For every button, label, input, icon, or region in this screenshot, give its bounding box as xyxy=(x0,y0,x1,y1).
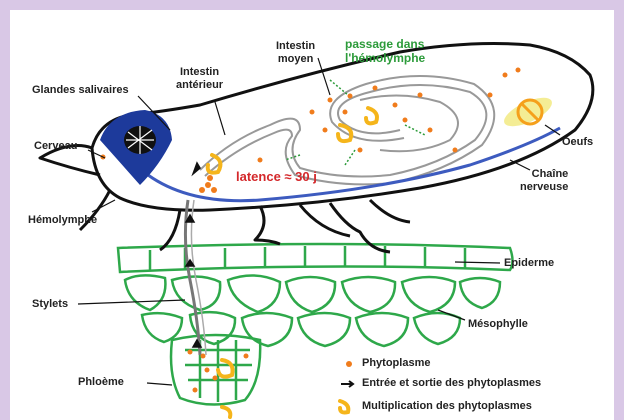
label-oeufs: Oeufs xyxy=(562,136,593,149)
legend-phytoplasma-icon xyxy=(346,361,352,367)
legend-phytoplasme: Phytoplasme xyxy=(362,357,430,369)
label-stylets: Stylets xyxy=(32,298,68,311)
label-epiderme: Epiderme xyxy=(504,257,554,270)
label-phloeme: Phloème xyxy=(78,376,124,389)
legend-entree-sortie: Entrée et sortie des phytoplasmes xyxy=(362,377,541,389)
label-mesophylle: Mésophylle xyxy=(468,318,528,331)
passage-arrows xyxy=(285,80,425,165)
mesophyll-cells xyxy=(125,275,500,346)
label-intestin-moyen: Intestin moyen xyxy=(276,40,315,65)
label-glandes-salivaires: Glandes salivaires xyxy=(32,84,129,97)
label-passage-hemolymphe: passage dans l'hémolymphe xyxy=(345,38,425,66)
label-cerveau: Cerveau xyxy=(34,140,77,153)
legend-multiplication: Multiplication des phytoplasmes xyxy=(362,400,532,412)
label-intestin-anterieur: Intestin antérieur xyxy=(176,66,223,91)
legend-arrow-icon xyxy=(341,381,353,387)
epidermis-layer xyxy=(118,244,513,272)
flow-arrows xyxy=(186,163,201,347)
label-latence: latence ≈ 30 j xyxy=(236,170,317,185)
phytoplasma-dots xyxy=(101,68,521,393)
phloem xyxy=(171,335,260,405)
label-chaine-nerveuse: Chaîne nerveuse xyxy=(520,168,568,193)
label-hemolymphe: Hémolymphe xyxy=(28,214,97,227)
legend-multiplication-icon xyxy=(340,401,348,413)
